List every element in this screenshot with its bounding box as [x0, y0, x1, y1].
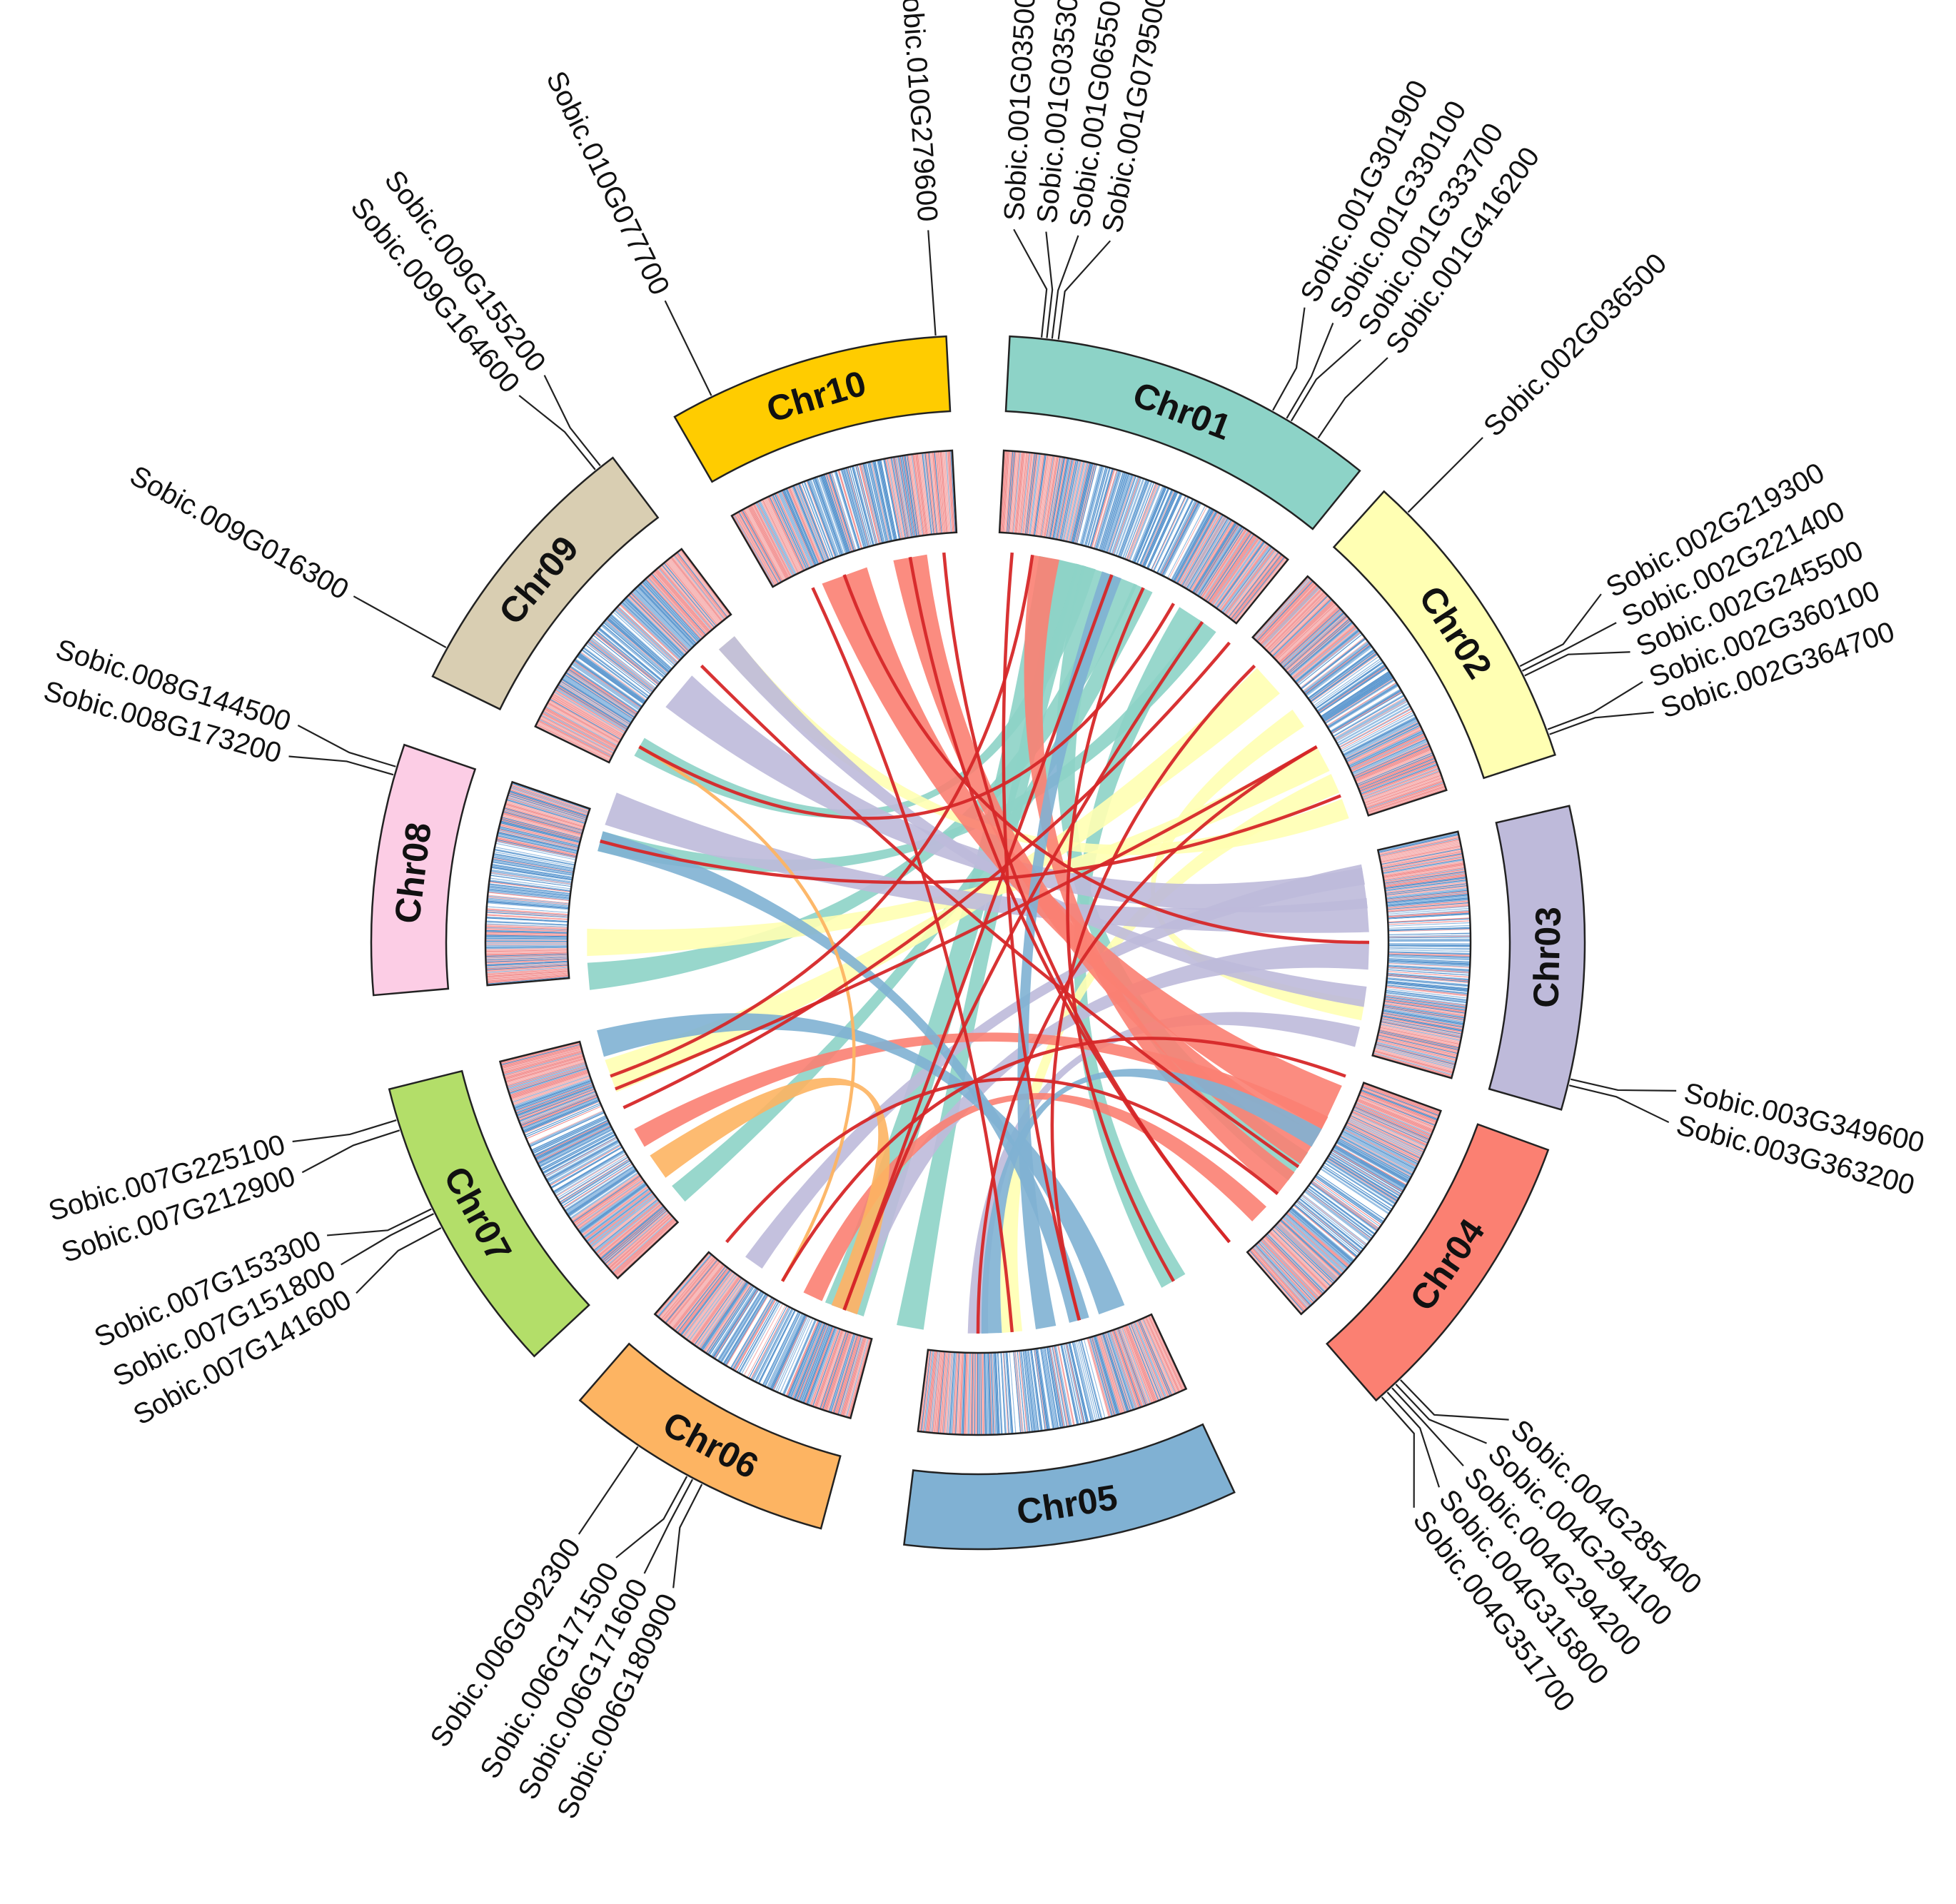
synteny-ribbon: [718, 636, 1349, 855]
gene-marker: Sobic.009G155200: [378, 165, 601, 466]
gene-label: Sobic.009G016300: [125, 460, 354, 606]
synteny-ribbon: [587, 747, 1330, 957]
synteny-link: [725, 1077, 1279, 1244]
gene-density-ring: [484, 449, 1472, 1436]
chromosome-chr03: Chr03: [1488, 805, 1586, 1111]
gene-marker: Sobic.009G016300: [125, 460, 447, 648]
synteny-ribbon: [650, 1077, 890, 1315]
synteny-link: [1066, 587, 1175, 1282]
density-band-chr01: [998, 449, 1289, 625]
chromosome-ideogram-ring: Chr01Chr02Chr03Chr04Chr05Chr06Chr07Chr08…: [370, 335, 1586, 1551]
density-band-chr09: [534, 548, 732, 764]
synteny-link: [942, 552, 1231, 1244]
density-band-chr10: [730, 449, 958, 588]
density-band-chr08: [484, 780, 591, 987]
synteny-link: [842, 620, 1204, 1311]
chromosome-chr01: Chr01: [1004, 335, 1361, 530]
synteny-link: [700, 664, 1300, 1169]
synteny-link: [842, 574, 1370, 945]
density-band-chr03: [1371, 830, 1472, 1079]
synteny-link: [638, 603, 1175, 820]
synteny-link: [976, 745, 1318, 1334]
chromosome-chr08: Chr08: [370, 743, 477, 997]
synteny-ribbon: [1017, 571, 1121, 1329]
synteny-link: [781, 1037, 1346, 1282]
synteny-ribbon: [597, 1013, 1125, 1315]
density-band-chr06: [653, 1251, 873, 1420]
density-band-chr04: [1246, 1082, 1442, 1316]
synteny-link: [615, 745, 1318, 1091]
gene-label: Sobic.002G036500: [1478, 248, 1673, 443]
density-band-chr05: [917, 1313, 1188, 1436]
synteny-links: [587, 552, 1370, 1334]
synteny-link: [1050, 664, 1256, 1321]
synteny-ribbon: [803, 1092, 1267, 1301]
gene-label: Sobic.010G077700: [540, 66, 675, 300]
gene-marker: Sobic.010G279600: [895, 0, 944, 336]
synteny-link: [610, 555, 1034, 1078]
chromosome-label: Chr03: [1526, 906, 1568, 1008]
synteny-link: [811, 587, 1014, 1333]
chromosome-chr10: Chr10: [673, 335, 952, 483]
synteny-link: [1002, 552, 1082, 1321]
synteny-ribbon: [1150, 710, 1365, 1021]
gene-marker: Sobic.009G164600: [344, 191, 596, 470]
synteny-link: [600, 794, 1341, 885]
synteny-link: [622, 641, 1231, 1109]
synteny-ribbon: [605, 792, 1369, 933]
synteny-ribbon: [822, 567, 1342, 1129]
gene-label: Sobic.010G279600: [895, 0, 944, 223]
gene-marker: Sobic.010G077700: [540, 66, 712, 396]
synteny-link: [842, 574, 1114, 1311]
density-band-chr07: [498, 1040, 680, 1280]
synteny-ribbon: [825, 555, 1079, 1317]
chromosome-chr05: Chr05: [903, 1423, 1236, 1551]
density-band-chr02: [1251, 575, 1448, 817]
synteny-ribbon: [893, 554, 1319, 1164]
synteny-ribbon: [598, 620, 1216, 872]
synteny-link: [638, 745, 856, 1282]
